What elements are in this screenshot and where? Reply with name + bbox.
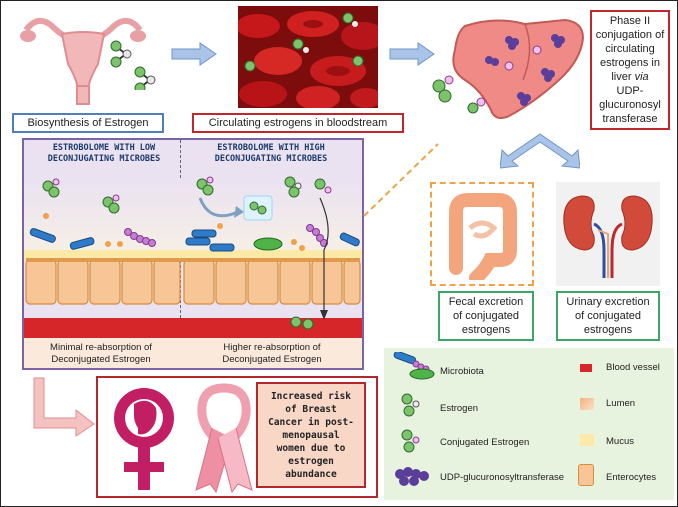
risk-line: women due to	[276, 442, 346, 454]
conjugated-estrogen-legend-icon	[401, 429, 420, 453]
estrogen-molecules-top-left	[110, 40, 156, 90]
risk-line: Cancer in post-	[268, 416, 354, 428]
fecal-line: of conjugated	[452, 310, 520, 322]
arrow-right-2	[389, 42, 435, 66]
high-title-line: DECONJUGATING MICROBES	[214, 154, 328, 164]
dashed-connector	[363, 143, 439, 217]
lumen-swatch	[580, 398, 594, 410]
kidneys-icon	[563, 195, 653, 278]
legend-mucus: Mucus	[606, 436, 634, 447]
legend-enterocytes: Enterocytes	[606, 472, 657, 483]
phase2-via-word: via	[634, 71, 649, 83]
phase2-line: Phase II	[609, 15, 651, 27]
fecal-excretion-label: Fecal excretion of conjugated estrogens	[438, 291, 534, 341]
pink-ribbon-icon	[195, 383, 253, 494]
urinary-line: of conjugated	[574, 310, 642, 322]
legend-microbiota: Microbiota	[440, 366, 484, 377]
low-title-line: DECONJUGATING MICROBES	[47, 154, 161, 164]
legend-estrogen: Estrogen	[440, 403, 479, 414]
colon-image-frame	[430, 182, 534, 286]
uterus-icon	[20, 17, 146, 105]
high-reabsorption-caption: Higher re-absorption of Deconjugated Est…	[182, 342, 362, 366]
risk-line: menopausal	[282, 429, 340, 441]
legend-udp: UDP-glucuronosyltransferase	[440, 472, 565, 483]
gut-lumen-illustration	[24, 176, 362, 368]
breast-cancer-risk-text: Increased risk of Breast Cancer in post-…	[256, 382, 366, 488]
legend-lumen: Lumen	[606, 398, 636, 409]
low-reabsorption-caption: Minimal re-absorption of Deconjugated Es…	[24, 342, 178, 366]
low-title-line: ESTROBOLOME WITH LOW	[52, 143, 156, 153]
risk-line: of Breast	[285, 403, 337, 415]
phase2-conjugation-box: Phase II conjugation of circulating estr…	[590, 10, 670, 130]
fecal-line: estrogens	[461, 324, 511, 336]
phase2-line: liver via	[611, 70, 648, 84]
colon-icon	[449, 193, 517, 280]
fecal-line: Fecal excretion	[448, 296, 524, 308]
female-symbol-icon	[114, 388, 174, 490]
phase2-line: estrogens in	[600, 57, 660, 69]
legend-blood-vessel: Blood vessel	[606, 362, 660, 373]
microbiota-legend-icon	[393, 352, 435, 380]
low-caption-line: Deconjugated Estrogen	[51, 354, 151, 365]
risk-line: estrogen	[288, 455, 334, 467]
high-caption-line: Deconjugated Estrogen	[222, 354, 322, 365]
liver-illustration	[432, 18, 585, 119]
risk-line: Increased risk	[270, 390, 352, 402]
urinary-line: Urinary excretion	[566, 296, 650, 308]
phase2-line: conjugation of	[595, 29, 665, 41]
phase2-liver-word: liver	[611, 71, 635, 83]
high-deconjugating-title: ESTROBOLOME WITH HIGH DECONJUGATING MICR…	[186, 143, 356, 165]
urinary-line: estrogens	[583, 324, 633, 336]
phase2-line: transferase	[602, 113, 658, 125]
low-caption-line: Minimal re-absorption of	[50, 342, 152, 353]
split-arrows-down	[500, 133, 580, 169]
low-deconjugating-title: ESTROBOLOME WITH LOW DECONJUGATING MICRO…	[30, 143, 178, 165]
legend-conjugated-estrogen: Conjugated Estrogen	[440, 437, 530, 448]
estrogen-legend-icon	[401, 393, 420, 417]
urinary-excretion-label: Urinary excretion of conjugated estrogen…	[556, 291, 660, 341]
mucus-swatch	[580, 434, 594, 446]
phase2-line: UDP-	[616, 85, 644, 97]
arrow-right-1	[171, 42, 217, 66]
udp-enzyme-legend-icon	[395, 467, 429, 486]
risk-line: abundance	[285, 468, 337, 480]
enterocytes-swatch	[578, 464, 594, 486]
phase2-line: circulating	[605, 43, 655, 55]
circulating-estrogens-label: Circulating estrogens in bloodstream	[192, 113, 404, 133]
arrow-down-right	[33, 377, 95, 437]
blood-cells-image	[238, 6, 378, 108]
phase2-line: glucuronosyl	[599, 99, 661, 111]
high-title-line: ESTROBOLOME WITH HIGH	[217, 143, 325, 153]
biosynthesis-label: Biosynthesis of Estrogen	[12, 113, 164, 133]
blood-vessel-swatch	[580, 364, 592, 372]
high-caption-line: Higher re-absorption of	[223, 342, 321, 353]
